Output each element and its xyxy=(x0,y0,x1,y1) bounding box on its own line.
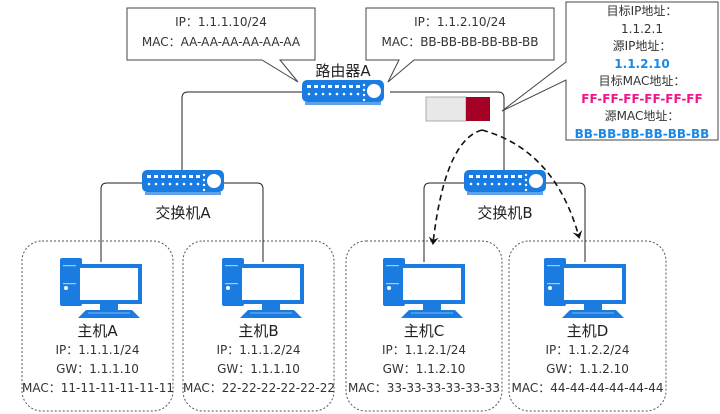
host-b-info: 主机B IP：1.1.1.2/24 GW：1.1.1.10 MAC：22-22-… xyxy=(183,320,335,398)
host-d-info: 主机D IP：1.1.2.2/24 GW：1.1.2.10 MAC：44-44-… xyxy=(509,320,666,398)
host-c-pc-icon[interactable] xyxy=(382,257,466,319)
packet-annotation-text: 目标IP地址： 1.1.2.1 源IP地址： 1.1.2.10 目标MAC地址：… xyxy=(563,3,720,143)
router-right-callout xyxy=(365,7,555,83)
host-a-ip: IP：1.1.1.1/24 xyxy=(55,343,140,357)
dst-mac-label: 目标MAC地址： xyxy=(598,74,686,88)
link-router-switch-b xyxy=(390,91,505,172)
host-c-ip: IP：1.1.2.1/24 xyxy=(381,343,467,357)
host-d-mac: MAC：44-44-44-44-44-44 xyxy=(511,381,664,395)
host-c-name: 主机C xyxy=(403,322,445,340)
packet-header-red xyxy=(466,97,490,121)
host-b-pc-icon[interactable] xyxy=(221,257,305,319)
host-b-name: 主机B xyxy=(238,322,279,340)
link-switch-b-host-d xyxy=(544,182,586,262)
router-left-mac: MAC：AA-AA-AA-AA-AA-AA xyxy=(141,35,301,49)
link-switch-a-host-a xyxy=(100,182,142,262)
src-ip-value: 1.1.2.10 xyxy=(614,56,670,71)
router-label: 路由器A xyxy=(315,62,371,80)
host-d-gw: GW：1.1.2.10 xyxy=(546,362,629,376)
packet-annotation-callout xyxy=(501,1,719,141)
router-right-callout-text: IP：1.1.2.10/24 MAC：BB-BB-BB-BB-BB-BB xyxy=(366,12,554,52)
dst-ip-value: 1.1.2.1 xyxy=(621,21,663,36)
src-mac-label: 源MAC地址： xyxy=(604,109,680,123)
dst-mac-value: FF-FF-FF-FF-FF-FF xyxy=(581,91,703,106)
router-left-callout-text: IP：1.1.1.10/24 MAC：AA-AA-AA-AA-AA-AA xyxy=(127,12,315,52)
host-a-name: 主机A xyxy=(77,322,118,340)
switch-b-label: 交换机B xyxy=(477,204,533,222)
host-b-ip: IP：1.1.1.2/24 xyxy=(216,343,301,357)
src-mac-value: BB-BB-BB-BB-BB-BB xyxy=(574,126,710,141)
host-a-info: 主机A IP：1.1.1.1/24 GW：1.1.1.10 MAC：11-11-… xyxy=(22,320,174,398)
host-d-ip: IP：1.1.2.2/24 xyxy=(545,343,630,357)
link-router-switch-a xyxy=(181,91,302,172)
router-icon[interactable] xyxy=(302,80,384,105)
link-switch-b-host-c xyxy=(423,182,464,262)
host-c-info: 主机C IP：1.1.2.1/24 GW：1.1.2.10 MAC：33-33-… xyxy=(346,320,502,398)
host-d-pc-icon[interactable] xyxy=(543,257,627,319)
host-b-mac: MAC：22-22-22-22-22-22 xyxy=(183,381,335,395)
src-ip-label: 源IP地址： xyxy=(612,39,672,53)
router-left-callout xyxy=(126,7,316,83)
host-b-gw: GW：1.1.1.10 xyxy=(217,362,300,376)
host-a-gw: GW：1.1.1.10 xyxy=(56,362,139,376)
packet-header-gray xyxy=(425,96,467,122)
host-d-name: 主机D xyxy=(566,322,609,340)
dst-ip-label: 目标IP地址： xyxy=(606,4,678,18)
host-a-pc-icon[interactable] xyxy=(59,257,143,319)
host-a-mac: MAC：11-11-11-11-11-11 xyxy=(22,381,174,395)
switch-a-icon[interactable] xyxy=(142,170,224,195)
router-right-mac: MAC：BB-BB-BB-BB-BB-BB xyxy=(381,35,539,49)
switch-a-label: 交换机A xyxy=(155,204,211,222)
router-right-ip: IP：1.1.2.10/24 xyxy=(414,15,506,29)
host-c-gw: GW：1.1.2.10 xyxy=(382,362,466,376)
broadcast-arrow-to-host-d xyxy=(481,129,583,239)
host-c-mac: MAC：33-33-33-33-33-33 xyxy=(348,381,500,395)
switch-b-icon[interactable] xyxy=(464,170,546,195)
router-left-ip: IP：1.1.1.10/24 xyxy=(175,15,267,29)
host-box-d xyxy=(508,240,667,412)
link-switch-a-host-b xyxy=(222,182,264,262)
